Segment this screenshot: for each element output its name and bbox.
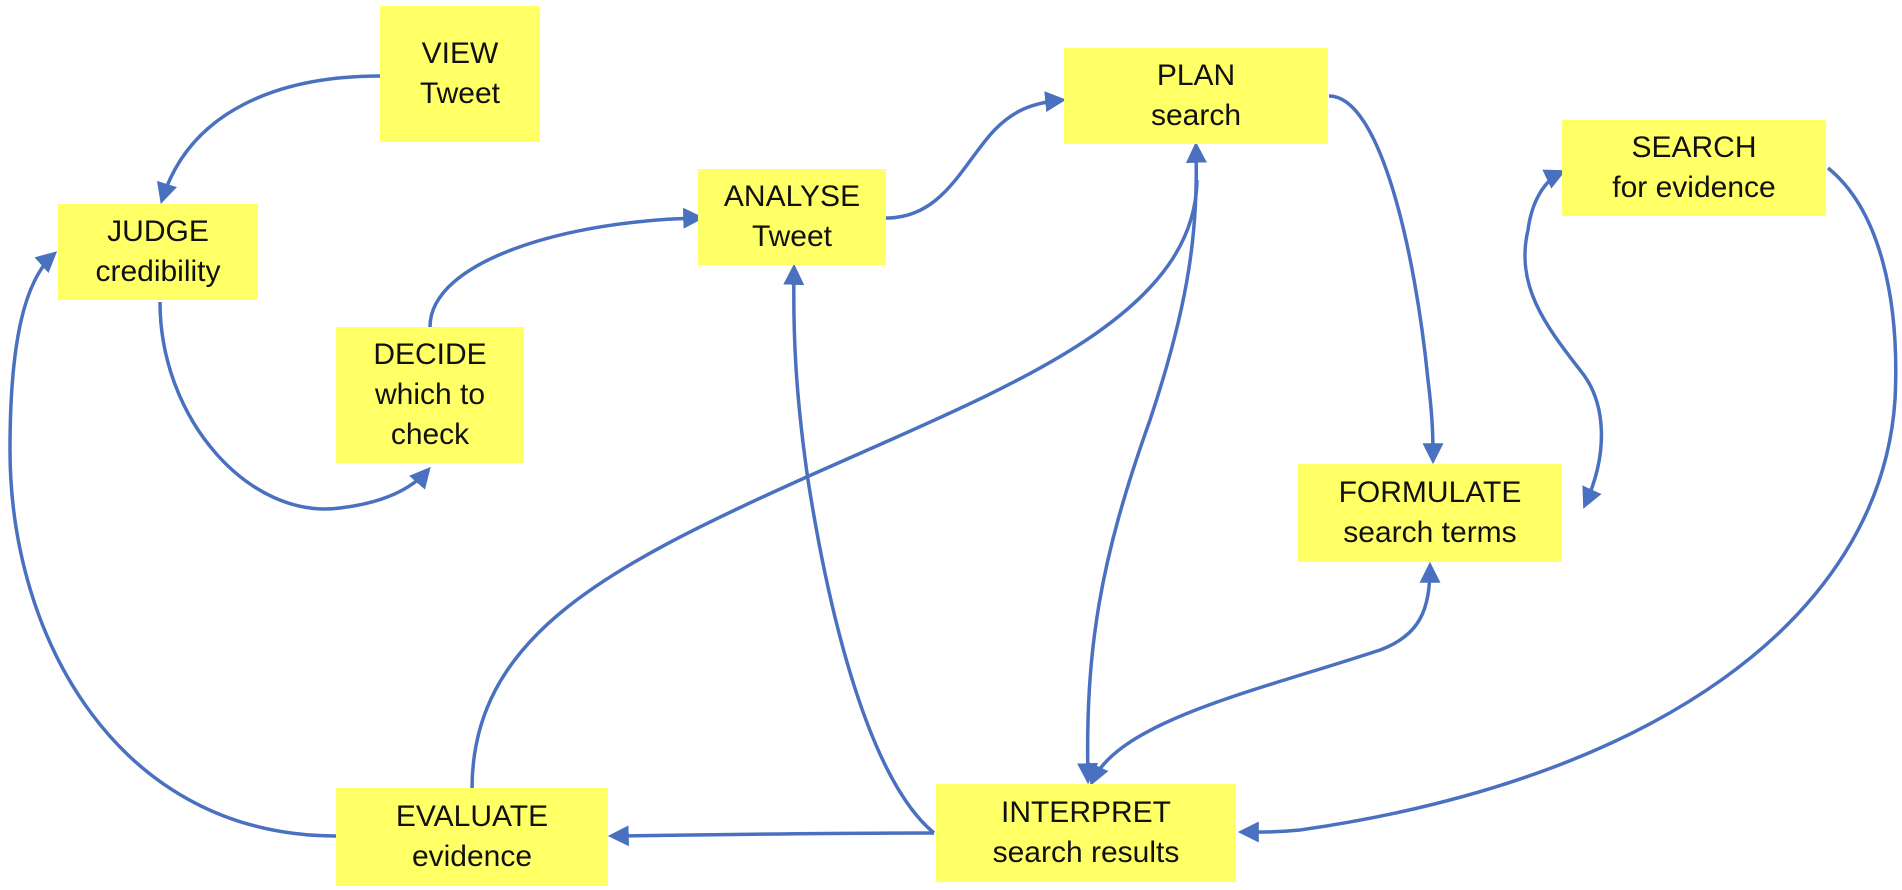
arrow-decide-to-analyse xyxy=(428,207,705,328)
node-formulate-line1: FORMULATE xyxy=(1338,476,1522,509)
node-formulate-line2: search terms xyxy=(1343,516,1517,549)
node-evaluate-line2: evidence xyxy=(411,840,533,873)
node-plan-line2: search xyxy=(1150,99,1242,132)
arrow-interpret-to-analyse xyxy=(783,263,936,835)
node-formulate-search-terms: FORMULATE search terms xyxy=(1298,464,1562,562)
node-plan-search: PLAN search xyxy=(1064,48,1328,144)
node-decide-line3: check xyxy=(390,418,470,451)
arrow-formulate-search xyxy=(1523,169,1604,509)
arrow-search-to-interpret xyxy=(1237,166,1898,843)
node-judge-credibility: JUDGE credibility xyxy=(58,204,258,300)
node-view-line2: Tweet xyxy=(419,77,501,110)
node-plan-line1: PLAN xyxy=(1156,59,1236,92)
arrow-evaluate-to-judge xyxy=(8,251,337,838)
arrow-interpret-formulate xyxy=(1089,561,1441,786)
node-evaluate-evidence: EVALUATE evidence xyxy=(336,788,608,886)
node-interpret-search-results: INTERPRET search results xyxy=(936,784,1236,882)
node-search-line2: for evidence xyxy=(1612,171,1776,204)
node-interpret-line2: search results xyxy=(992,836,1180,869)
arrow-interpret-to-evaluate xyxy=(607,825,935,847)
node-decide-line2: which to xyxy=(374,378,486,411)
node-evaluate-line1: EVALUATE xyxy=(395,800,549,833)
node-decide-line1: DECIDE xyxy=(373,338,487,371)
node-search-for-evidence: SEARCH for evidence xyxy=(1562,120,1826,216)
node-analyse-tweet: ANALYSE Tweet xyxy=(698,169,886,265)
arrow-view-to-judge xyxy=(156,74,381,205)
node-view-line1: VIEW xyxy=(421,37,499,70)
node-decide-which-to-check: DECIDE which to check xyxy=(336,327,524,463)
node-judge-line2: credibility xyxy=(95,255,221,288)
arrow-analyse-to-plan xyxy=(885,91,1067,220)
node-view-tweet: VIEW Tweet xyxy=(380,6,540,142)
node-judge-line1: JUDGE xyxy=(107,215,209,248)
arrow-plan-to-formulate xyxy=(1328,94,1444,465)
node-search-line1: SEARCH xyxy=(1631,131,1757,164)
node-interpret-line1: INTERPRET xyxy=(1000,796,1171,829)
node-analyse-line1: ANALYSE xyxy=(723,180,861,213)
arrow-judge-to-decide xyxy=(158,301,431,511)
arrow-interpret-plan xyxy=(1077,141,1207,785)
arrow-evaluate-to-plan xyxy=(470,179,1199,790)
node-analyse-line2: Tweet xyxy=(751,220,833,253)
